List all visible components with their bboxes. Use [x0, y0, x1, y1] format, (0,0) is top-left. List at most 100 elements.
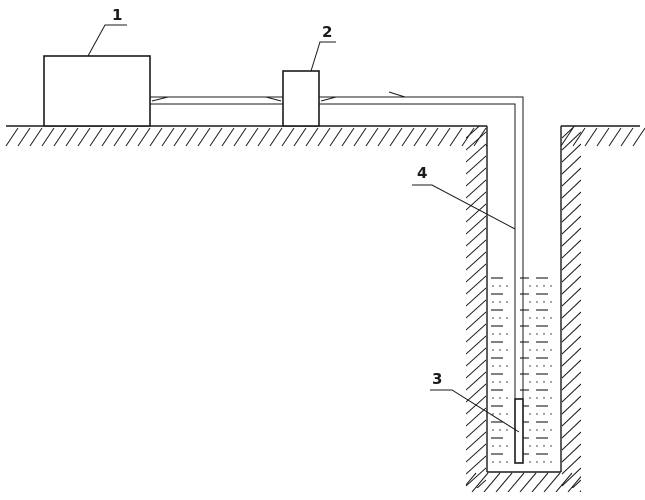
water-dot [529, 349, 531, 351]
hatch-line [561, 419, 581, 439]
water-dot [499, 285, 501, 287]
hatch-line [209, 127, 223, 147]
callout-4-label: 4 [417, 164, 427, 182]
hatch-line [572, 127, 586, 147]
hatch-line [466, 239, 486, 259]
water-dot [499, 461, 501, 463]
water-dot [529, 365, 531, 367]
water-dot [492, 301, 494, 303]
hatch-line [471, 472, 489, 492]
hatch-line [519, 472, 537, 492]
water-dot [499, 333, 501, 335]
water-dot [506, 413, 508, 415]
hatch-line [555, 472, 573, 492]
water-dot [492, 333, 494, 335]
hatch-line [466, 492, 486, 500]
water-dot [492, 445, 494, 447]
hatch-line [466, 203, 486, 223]
hatch-line [466, 275, 486, 295]
callout-2-label: 2 [322, 23, 332, 41]
water-dot [506, 381, 508, 383]
hatch-line [466, 191, 486, 211]
water-dot [536, 429, 538, 431]
water-dot [492, 349, 494, 351]
water-dot [492, 413, 494, 415]
hatch-line [466, 371, 486, 391]
hatch-line [257, 127, 271, 147]
hatch-line [401, 127, 415, 147]
hatch-line [389, 127, 403, 147]
water-dot [550, 285, 552, 287]
hatch-line [584, 127, 598, 147]
water-dot [506, 429, 508, 431]
hatch-line [596, 127, 610, 147]
water-dot [529, 381, 531, 383]
hatch-line [466, 467, 486, 487]
water-dot [499, 317, 501, 319]
hatch-line [466, 359, 486, 379]
callout-1: 1 [87, 6, 127, 57]
hatch-line [561, 443, 581, 463]
hatch-line [466, 155, 486, 175]
hatch-line [281, 127, 295, 147]
hatch-line [561, 263, 581, 283]
water-dot [550, 461, 552, 463]
hatch-line [65, 127, 79, 147]
water-dot [543, 333, 545, 335]
water-dot [550, 397, 552, 399]
water-dot [499, 381, 501, 383]
hatch-line [185, 127, 199, 147]
water-dot [492, 397, 494, 399]
water-dot [550, 445, 552, 447]
water-dot [506, 301, 508, 303]
hatch-line [466, 227, 486, 247]
water-dot [529, 301, 531, 303]
water-dot [536, 445, 538, 447]
hatch-line [561, 127, 574, 147]
hatch-line [561, 371, 581, 391]
water-dot [536, 397, 538, 399]
hatch-line [137, 127, 151, 147]
borehole [466, 126, 581, 500]
hatch-line [561, 431, 581, 451]
water-dot [529, 285, 531, 287]
hatch-line [149, 127, 163, 147]
water-dot [529, 461, 531, 463]
hatch-line [561, 239, 581, 259]
water-dot [536, 413, 538, 415]
hatch-line [353, 127, 367, 147]
water-dot [499, 365, 501, 367]
hatch-line [466, 383, 486, 403]
callout-3-label: 3 [432, 370, 442, 388]
hatch-line [293, 127, 307, 147]
water-dot [536, 365, 538, 367]
water-dot [506, 349, 508, 351]
hatch-line [466, 311, 486, 331]
sensor-probe [514, 398, 524, 464]
hatch-line [620, 127, 634, 147]
hatch-line [561, 323, 581, 343]
hatch-line [341, 127, 355, 147]
hatch-line [562, 492, 581, 500]
water-dot [499, 413, 501, 415]
hatch-line [561, 167, 581, 187]
ground-surface [5, 125, 645, 147]
hatch-line [561, 251, 581, 271]
water-dot [529, 397, 531, 399]
water-dot [506, 445, 508, 447]
hatch-line [466, 251, 486, 271]
hatch-line [579, 490, 581, 492]
hatch-line [5, 127, 19, 147]
water-dot [543, 397, 545, 399]
hatch-line [233, 127, 247, 147]
water-dot [492, 365, 494, 367]
relay-device-box [282, 70, 320, 127]
water-dot [492, 461, 494, 463]
hatch-line [466, 263, 486, 283]
hatch-line [466, 419, 486, 439]
hatch-line [485, 143, 487, 147]
water-dot [543, 429, 545, 431]
hatch-line [543, 472, 561, 492]
hatch-line [507, 472, 525, 492]
hatch-line [89, 127, 103, 147]
